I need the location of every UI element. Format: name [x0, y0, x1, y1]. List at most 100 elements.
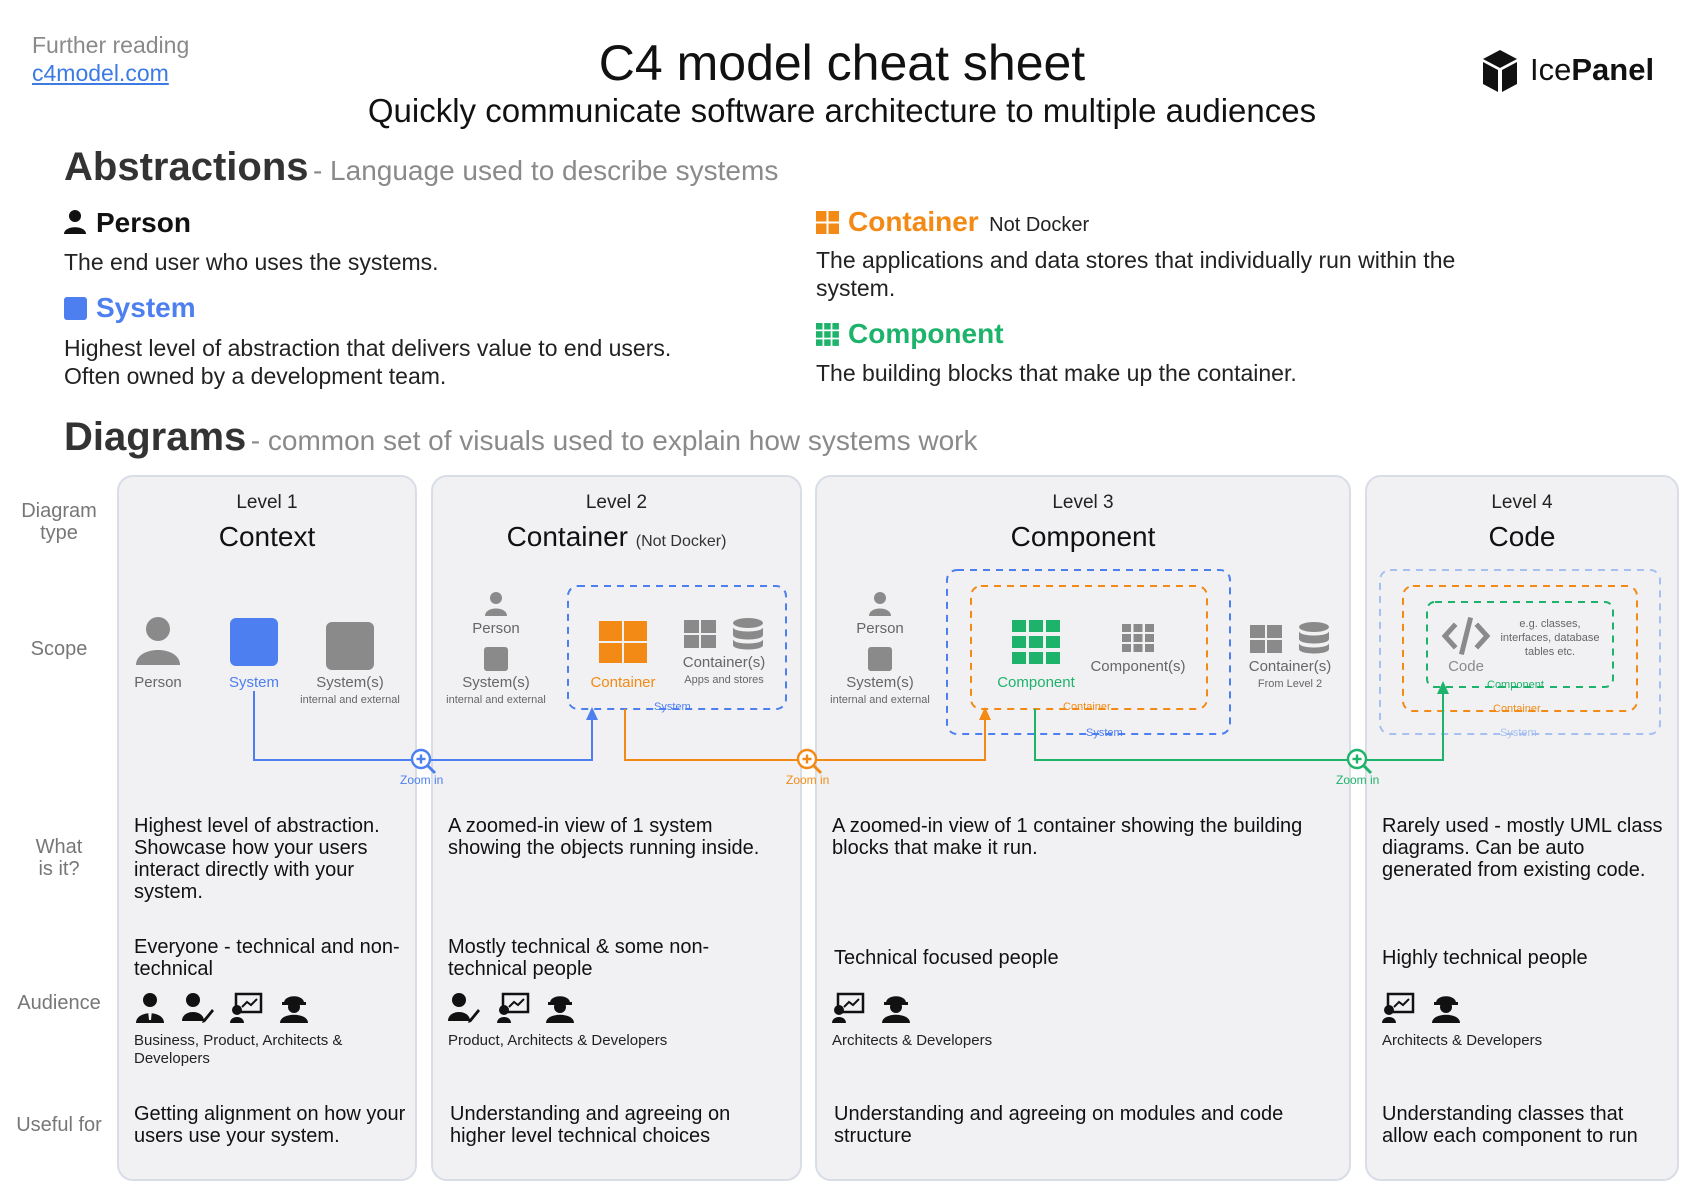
abstractions-heading: Abstractions - Language used to describe… [64, 145, 778, 190]
l2-container-label: Container [590, 674, 656, 691]
developer-person-icon [1432, 996, 1460, 1023]
container-note: Not Docker [989, 214, 1090, 236]
product-person-icon [448, 993, 480, 1023]
zoom-in-label-3: Zoom in [1336, 773, 1380, 787]
l3-containers-icon [1250, 625, 1282, 653]
architect-person-icon [497, 992, 530, 1023]
l3-useful-text: Understanding and agreeing on modules an… [834, 1103, 1284, 1147]
l4-component-box-label: Component [1487, 679, 1544, 691]
system-desc: Highest level of abstraction that delive… [64, 335, 672, 389]
level-1-label: Level 1 [236, 492, 298, 513]
system-title: System [96, 292, 196, 323]
l1-systems-label: System(s) [316, 674, 384, 691]
l3-containers-sub: From Level 2 [1257, 678, 1323, 690]
business-person-icon [136, 993, 164, 1023]
l2-systems-label: System(s) [462, 674, 530, 691]
level-3-label: Level 3 [1052, 492, 1114, 513]
l3-containers-label: Container(s) [1248, 658, 1332, 675]
component-icon [816, 323, 839, 346]
row-label-audience: Audience [17, 992, 101, 1014]
l3-system-box-label: System [1086, 727, 1123, 739]
developer-person-icon [280, 996, 308, 1023]
l2-person-icon [485, 592, 507, 616]
level-1-panel: Level 1 Context [117, 475, 417, 1181]
l2-system-boundary [567, 585, 787, 710]
abstractions-subtitle: - Language used to describe systems [312, 155, 779, 186]
diagrams-title: Diagrams [64, 415, 247, 459]
container-heading: Container Not Docker [848, 206, 1089, 238]
product-person-icon [182, 993, 214, 1023]
l2-container-icon [599, 621, 647, 663]
person-title: Person [96, 207, 191, 238]
l1-what-text: Highest level of abstraction. Showcase h… [134, 815, 380, 903]
system-icon [64, 297, 87, 320]
level-4-panel: Level 4 Code [1365, 475, 1679, 1181]
developer-person-icon [546, 996, 574, 1023]
code-icon [1441, 616, 1491, 656]
level-4-label: Level 4 [1491, 492, 1553, 513]
l3-component-label: Component [997, 674, 1075, 691]
container-desc: The applications and data stores that in… [816, 247, 1456, 301]
component-desc: The building blocks that make up the con… [816, 360, 1297, 386]
l3-person-icon [869, 592, 891, 616]
further-reading-label: Further reading [32, 32, 190, 58]
level-3-name: Component [1010, 521, 1156, 552]
l1-audience-text: Everyone - technical and non-technical [134, 936, 400, 980]
l2-containers-sub: Apps and stores [684, 674, 764, 686]
l4-useful-text: Understanding classes that allow each co… [1382, 1103, 1638, 1147]
l1-person-label: Person [134, 674, 182, 691]
l4-system-box-label: System [1500, 727, 1537, 739]
person-desc: The end user who uses the systems. [64, 249, 439, 275]
developer-person-icon [882, 996, 910, 1023]
l4-code-eg: e.g. classes, interfaces, database table… [1500, 618, 1600, 658]
level-2-panel: Level 2 Container (Not Docker) [431, 475, 802, 1181]
level-2-note: (Not Docker) [635, 533, 727, 550]
architect-person-icon [1382, 992, 1415, 1023]
l1-audience-roles: Business, Product, Architects & Develope… [134, 1032, 343, 1067]
container-icon [816, 211, 839, 234]
l1-systems-icon [326, 622, 374, 670]
l4-what-text: Rarely used - mostly UML class diagrams.… [1382, 815, 1663, 881]
icepanel-logo-icon [1483, 50, 1517, 92]
abstractions-title: Abstractions [64, 145, 309, 189]
l3-audience-text: Technical focused people [834, 947, 1059, 969]
l2-person-label: Person [472, 620, 520, 637]
c4model-link[interactable]: c4model.com [32, 60, 169, 86]
l4-audience-text: Highly technical people [1382, 947, 1588, 969]
l2-systems-sub: internal and external [446, 694, 546, 706]
l4-code-label: Code [1448, 658, 1484, 675]
level-4-name: Code [1488, 521, 1556, 552]
page-subtitle: Quickly communicate software architectur… [367, 92, 1317, 129]
l3-database-icon [1299, 622, 1329, 654]
row-label-scope: Scope [30, 638, 88, 660]
page-title: C4 model cheat sheet [598, 35, 1086, 91]
l2-database-icon [733, 618, 763, 650]
l4-audience-roles: Architects & Developers [1382, 1032, 1543, 1049]
l3-components-icon [1122, 624, 1154, 652]
zoom-in-icon-2 [796, 748, 823, 775]
person-icon [64, 210, 86, 234]
architect-person-icon [230, 992, 263, 1023]
l3-systems-sub: internal and external [830, 694, 930, 706]
level-2-name: Container (Not Docker) [506, 521, 727, 552]
level-2-label: Level 2 [585, 492, 648, 513]
architect-person-icon [832, 992, 865, 1023]
zoom-in-icon-3 [1346, 748, 1373, 775]
diagrams-subtitle: - common set of visuals used to explain … [250, 425, 978, 456]
level-3-panel: Level 3 Component [815, 475, 1351, 1181]
l3-component-icon [1012, 620, 1060, 664]
l3-audience-roles: Architects & Developers [832, 1032, 993, 1049]
l1-useful-text: Getting alignment on how your users use … [134, 1103, 406, 1147]
l4-component-boundary [1426, 601, 1614, 688]
l2-audience-text: Mostly technical & some non-technical pe… [448, 936, 710, 980]
l3-system-boundary [946, 569, 1231, 735]
l4-container-boundary [1402, 585, 1638, 712]
icepanel-logo: IcePanel [1530, 52, 1655, 87]
l4-system-boundary [1379, 569, 1661, 735]
l3-components-label: Component(s) [1090, 658, 1186, 675]
l3-container-box-label: Container [1063, 701, 1111, 713]
row-label-what: What is it? [35, 836, 83, 880]
l2-containers-icon [684, 620, 716, 648]
l2-useful-text: Understanding and agreeing on higher lev… [450, 1103, 731, 1147]
l1-systems-sub: internal and external [300, 694, 400, 706]
